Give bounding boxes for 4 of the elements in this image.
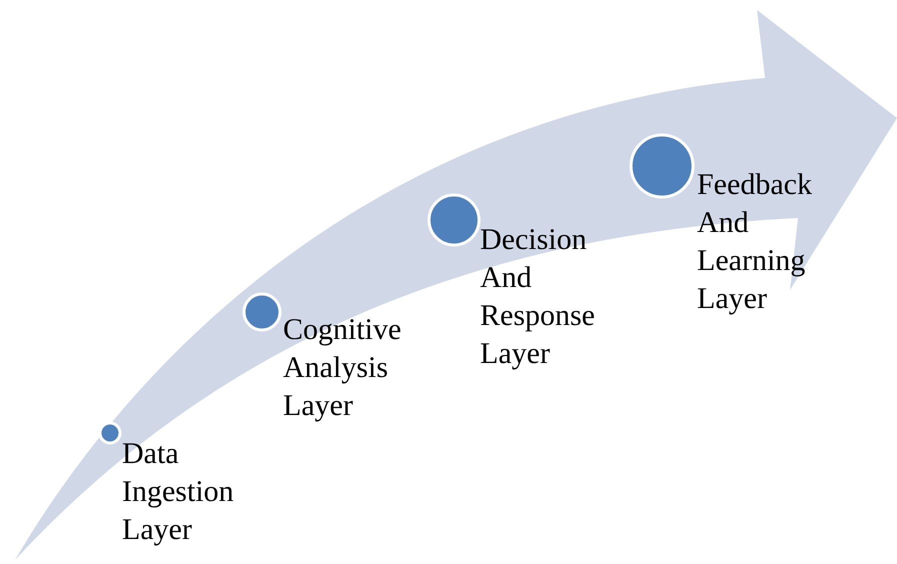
layer-label: Feedback And Learning Layer bbox=[697, 167, 813, 317]
layer-label: Data Ingestion Layer bbox=[122, 436, 235, 548]
layer-label: Decision And Response Layer bbox=[480, 222, 596, 372]
layer-label: Cognitive Analysis Layer bbox=[283, 312, 402, 424]
